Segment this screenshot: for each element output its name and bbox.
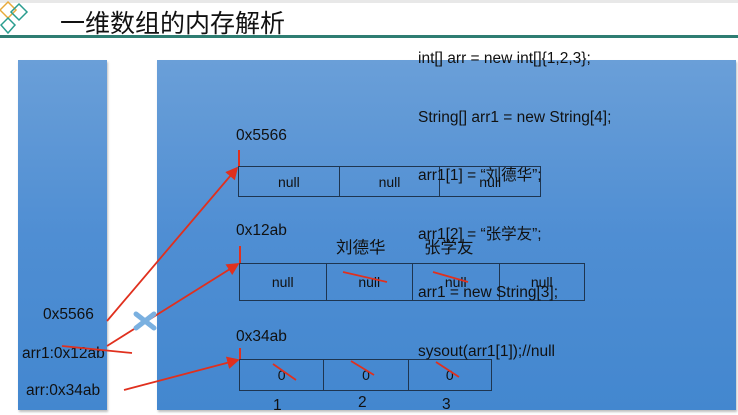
index-label: 1 <box>273 397 282 414</box>
annotation-liudehua: 刘德华 <box>336 239 386 257</box>
broken-link-cross-icon <box>133 311 157 331</box>
array-cell-crossed: 0 <box>240 360 325 390</box>
code-line: arr1[1] = “刘德华”; <box>418 167 542 184</box>
array-cell: null <box>240 264 327 300</box>
code-snippet: int[] arr = new int[]{1,2,3}; String[] a… <box>418 10 611 381</box>
heap-panel <box>157 60 736 410</box>
array-cell: null <box>479 173 502 190</box>
array-cell-crossed: null <box>327 264 413 300</box>
heap-array-0x5566: null null null <box>238 166 541 197</box>
header-divider <box>0 35 738 38</box>
array-cell: null <box>530 274 553 290</box>
heap-address-0x34ab: 0x34ab <box>236 328 287 345</box>
code-line: int[] arr = new int[]{1,2,3}; <box>418 50 591 67</box>
index-label: 2 <box>358 394 367 411</box>
array-cell: null <box>239 167 340 196</box>
stack-ref-0x5566: 0x5566 <box>43 306 94 323</box>
heap-address-0x12ab: 0x12ab <box>236 222 287 239</box>
top-border <box>0 0 738 3</box>
code-line: sysout(arr1[1]);//null <box>418 342 555 360</box>
page-title: 一维数组的内存解析 <box>60 9 286 38</box>
diamond-tiles-icon <box>0 0 29 35</box>
stack-ref-arr1: arr1:0x12ab <box>22 345 105 362</box>
code-line: arr1 = new String[3]; <box>418 284 558 301</box>
heap-address-0x5566: 0x5566 <box>236 127 287 144</box>
array-cell: null <box>340 167 441 196</box>
index-label: 3 <box>442 396 451 413</box>
annotation-zhangxueyou: 张学友 <box>424 239 474 257</box>
array-cell-crossed: 0 <box>324 360 409 390</box>
stack-ref-arr: arr:0x34ab <box>26 382 101 399</box>
code-line: arr1[2] = “张学友”; <box>418 225 542 243</box>
code-line: String[] arr1 = new String[4]; <box>418 108 612 126</box>
